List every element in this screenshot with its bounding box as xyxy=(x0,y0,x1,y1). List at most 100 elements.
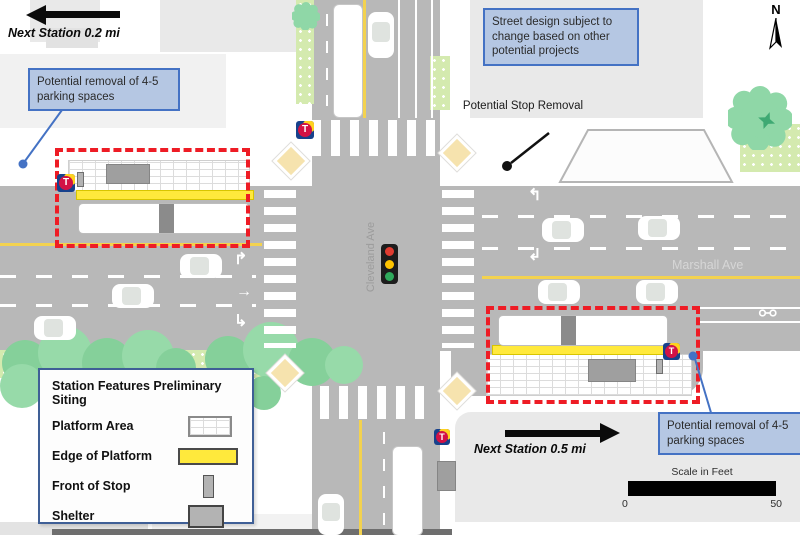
north-label: N xyxy=(771,2,781,17)
crosswalk-east xyxy=(442,190,474,348)
lane-line xyxy=(482,247,800,250)
tree xyxy=(292,2,320,30)
curb-ramp xyxy=(438,134,476,172)
bike-lane-line xyxy=(700,307,800,309)
turn-arrow-icon: ↲ xyxy=(528,247,542,264)
legend-row-edge-of-platform: Edge of Platform xyxy=(40,441,252,471)
lane-line xyxy=(326,14,328,106)
center-line xyxy=(359,420,362,535)
center-line xyxy=(363,0,366,118)
car xyxy=(180,254,222,278)
legend-title: Station Features Preliminary Siting xyxy=(52,379,222,407)
lane-line xyxy=(383,432,385,532)
label-stop-removal: Potential Stop Removal xyxy=(462,100,584,112)
bus-articulation xyxy=(561,316,576,345)
traffic-signal-icon xyxy=(381,244,398,284)
bus-west xyxy=(78,203,250,234)
legend-row-platform-area: Platform Area xyxy=(40,411,252,441)
signal-yellow-light xyxy=(385,259,394,269)
car xyxy=(368,12,394,58)
crosswalk-west xyxy=(264,190,296,348)
scale-min: 0 xyxy=(622,498,628,510)
metro-transit-logo: T xyxy=(434,429,450,445)
legend-label: Front of Stop xyxy=(52,479,131,493)
legend-row-shelter: Shelter xyxy=(40,501,252,531)
station-outline-west xyxy=(55,148,250,248)
lane-line xyxy=(415,0,417,118)
lane-line xyxy=(0,275,256,278)
metro-transit-logo: T xyxy=(296,121,314,139)
front-of-stop-east xyxy=(656,359,663,374)
metro-transit-logo: T xyxy=(663,343,680,360)
signal-red-light xyxy=(385,247,394,257)
next-station-label-west: Next Station 0.2 mi xyxy=(8,26,120,40)
car xyxy=(636,280,678,304)
next-station-arrow-west-shaft xyxy=(44,11,120,18)
legend-label: Platform Area xyxy=(52,419,134,433)
crosswalk-north xyxy=(312,120,440,156)
edge-of-platform-swatch xyxy=(178,447,238,465)
lane-line xyxy=(398,0,400,118)
bus-articulation xyxy=(159,204,174,233)
legend-box: Station Features Preliminary Siting Plat… xyxy=(38,368,254,528)
transit-t: T xyxy=(436,431,448,443)
building-edge xyxy=(52,529,452,535)
car xyxy=(318,494,344,535)
next-station-arrow-east xyxy=(600,423,620,443)
shelter-east xyxy=(588,359,636,382)
bush xyxy=(0,364,44,408)
straight-arrow-icon: → xyxy=(236,283,252,300)
front-of-stop-west xyxy=(77,172,84,187)
platform-area-swatch xyxy=(188,415,232,437)
callout-parking-east: Potential removal of 4-5 parking spaces xyxy=(658,412,800,456)
center-line xyxy=(482,276,800,279)
next-station-arrow-west xyxy=(26,5,46,25)
platform-area-west xyxy=(68,160,250,192)
planting-strip xyxy=(430,56,450,110)
bike-sharrow-icon xyxy=(758,309,777,317)
next-station-label-east: Next Station 0.5 mi xyxy=(474,442,586,456)
curb-ramp xyxy=(272,142,310,180)
next-station-arrow-east-shaft xyxy=(505,430,601,437)
shelter-south xyxy=(437,461,456,491)
crosswalk-south xyxy=(320,386,432,419)
legend-row-front-of-stop: Front of Stop xyxy=(40,471,252,501)
bike-lane-line xyxy=(700,321,800,323)
car xyxy=(34,316,76,340)
callout-parking-west: Potential removal of 4-5 parking spaces xyxy=(28,68,180,112)
legend-label: Shelter xyxy=(52,509,95,523)
car xyxy=(542,218,584,242)
shelter-swatch xyxy=(188,504,224,528)
legend-label: Edge of Platform xyxy=(52,449,153,463)
bush xyxy=(325,346,363,384)
driveway-apron xyxy=(558,129,734,183)
scale-bar: Scale in Feet 0 50 xyxy=(622,466,782,510)
metro-transit-logo: T xyxy=(57,174,75,192)
turn-arrow-icon: ↱ xyxy=(234,251,248,268)
front-of-stop-swatch xyxy=(203,474,214,498)
turn-arrow-icon: ↰ xyxy=(528,187,542,204)
lane-line xyxy=(431,0,433,118)
building xyxy=(160,0,306,52)
scale-bar-label: Scale in Feet xyxy=(671,466,733,478)
platform-edge-west xyxy=(76,190,254,200)
scale-max: 50 xyxy=(770,498,782,510)
turn-arrow-icon: ↳ xyxy=(234,313,248,330)
building xyxy=(46,28,98,48)
shelter-west xyxy=(106,164,150,184)
tree xyxy=(728,86,792,150)
street-label-marshall: Marshall Ave xyxy=(672,258,744,272)
signal-green-light xyxy=(385,271,394,281)
car xyxy=(112,284,154,308)
car xyxy=(538,280,580,304)
transit-t: T xyxy=(665,345,678,358)
transit-t: T xyxy=(59,176,73,190)
bus xyxy=(392,446,423,535)
bus xyxy=(333,4,363,118)
transit-t: T xyxy=(298,123,312,137)
north-arrow-icon xyxy=(769,18,782,50)
callout-street-design: Street design subject to change based on… xyxy=(483,8,639,67)
street-label-cleveland: Cleveland Ave xyxy=(365,221,377,293)
car xyxy=(638,216,680,240)
